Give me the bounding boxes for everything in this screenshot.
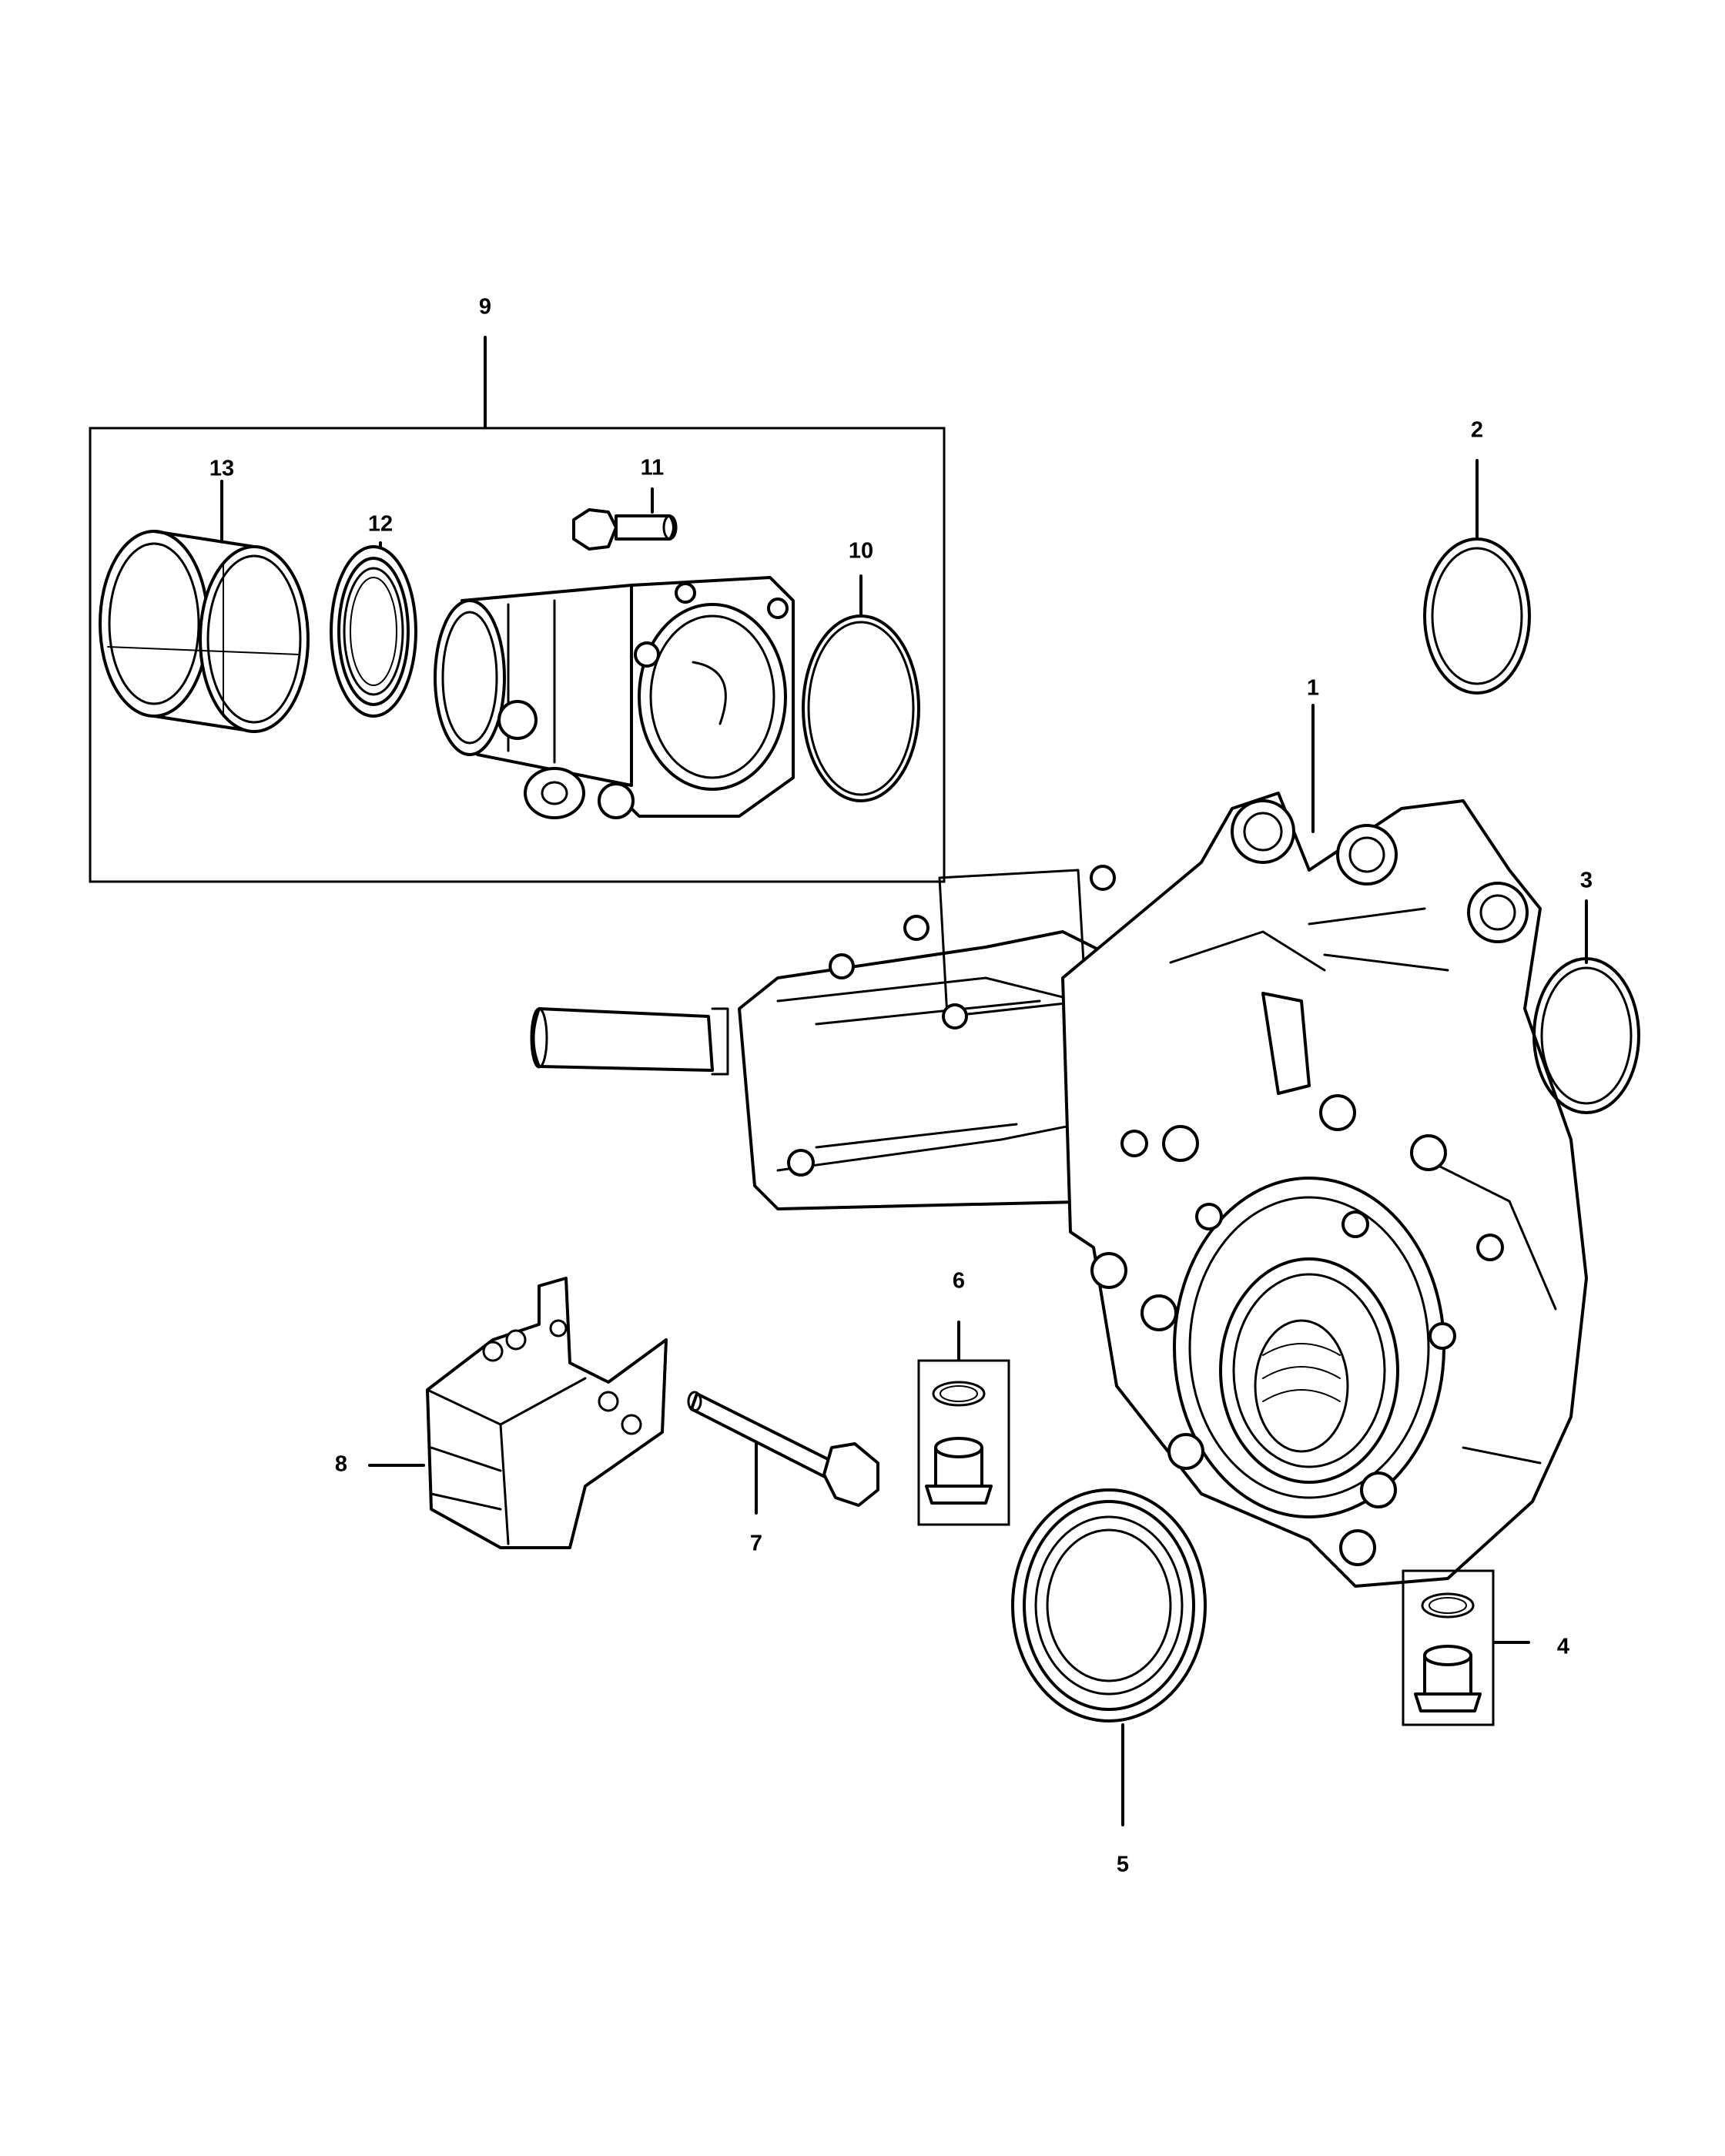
part-7-bolt [687,1391,879,1515]
callout-13: 13 [209,457,234,481]
part-1-transfer-case [530,704,1588,1588]
assembly-9-frame [89,336,946,883]
part-12-seal [330,541,417,718]
callout-10: 10 [849,539,873,564]
callout-6: 6 [953,1269,965,1294]
part-3-oring [1532,899,1640,1114]
callout-9: 9 [479,295,491,320]
callout-5: 5 [1117,1853,1129,1877]
assembly-9-housing [434,576,795,819]
part-4-plug [1402,1569,1530,1726]
part-13-sleeve [99,480,310,733]
part-6-plug [917,1321,1010,1526]
callout-2: 2 [1471,418,1483,443]
callout-1: 1 [1307,676,1319,701]
case-bolts [1090,1094,1504,1566]
callout-labels: 1 2 3 4 5 6 7 8 9 10 11 12 13 [209,295,1593,1877]
callout-8: 8 [335,1452,347,1477]
part-11-bolt [572,487,678,551]
callout-7: 7 [750,1532,762,1556]
callout-12: 12 [368,512,393,537]
part-8-bracket [368,1277,668,1549]
part-2-oring [1423,459,1531,695]
callout-4: 4 [1557,1635,1569,1659]
part-5-seal [1011,1488,1207,1826]
callout-3: 3 [1580,869,1593,893]
callout-11: 11 [641,456,665,480]
part-10-oring [802,574,920,802]
